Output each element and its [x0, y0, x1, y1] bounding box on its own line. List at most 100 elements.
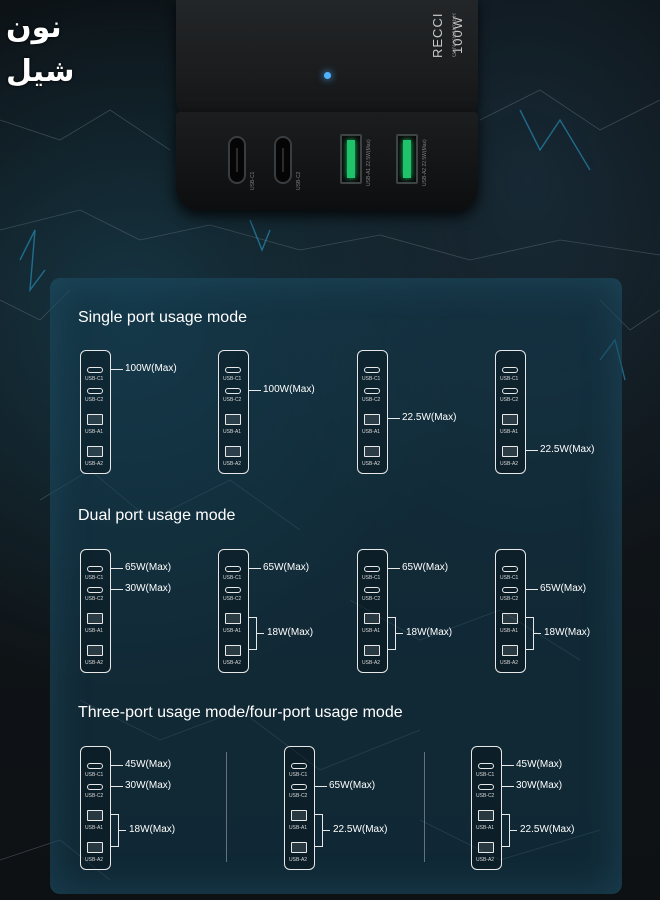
usb-a-slot-icon — [291, 810, 307, 821]
bracket-line — [388, 617, 396, 618]
bracket-line — [249, 649, 257, 650]
usb-a-slot-icon — [502, 414, 518, 425]
slot-label: USB-A1 — [85, 429, 104, 435]
slot-label: USB-C1 — [362, 575, 381, 581]
leader-line — [256, 633, 264, 634]
usb-c-slot-icon — [502, 367, 518, 373]
leader-line — [502, 786, 514, 787]
slot-label: USB-C2 — [85, 397, 104, 403]
wattage-label: 18W(Max) — [406, 627, 453, 638]
slot-label: USB-C1 — [223, 376, 242, 382]
usb-c-slot-icon — [87, 566, 103, 572]
usage-mode-panel — [50, 278, 622, 894]
usb-c-slot-icon — [87, 388, 103, 394]
slot-label: USB-A1 — [476, 825, 495, 831]
slot-label: USB-A1 — [223, 628, 242, 634]
leader-line — [388, 568, 400, 569]
usb-a-slot-icon — [291, 842, 307, 853]
slot-label: USB-A2 — [362, 660, 381, 666]
usb-c-slot-icon — [225, 587, 241, 593]
usb-c-slot-icon — [478, 763, 494, 769]
usb-c-slot-icon — [225, 566, 241, 572]
slot-label: USB-A1 — [85, 628, 104, 634]
slot-label: USB-A1 — [362, 429, 381, 435]
slot-label: USB-C2 — [85, 596, 104, 602]
bracket-line — [526, 649, 534, 650]
divider — [424, 752, 425, 862]
wattage-label: 22.5W(Max) — [402, 412, 457, 423]
usb-c-slot-icon — [225, 388, 241, 394]
leader-line — [111, 786, 123, 787]
wattage-label: 22.5W(Max) — [520, 824, 575, 835]
slot-label: USB-C2 — [85, 793, 104, 799]
bracket-line — [502, 846, 510, 847]
section-title-multi: Three-port usage mode/four-port usage mo… — [78, 704, 403, 721]
wattage-label: 30W(Max) — [125, 583, 172, 594]
wattage-label: 18W(Max) — [267, 627, 314, 638]
usb-a-slot-icon — [364, 645, 380, 656]
slot-label: USB-C2 — [223, 397, 242, 403]
slot-label: USB-C2 — [223, 596, 242, 602]
slot-label: USB-A2 — [85, 660, 104, 666]
divider — [226, 752, 227, 862]
charger-brand-label: RECCI 100W — [430, 12, 465, 58]
wattage-label: 65W(Max) — [402, 562, 449, 573]
usb-c-slot-icon — [87, 587, 103, 593]
leader-line — [526, 450, 538, 451]
usb-c-port-icon — [228, 136, 246, 184]
usb-a-slot-icon — [87, 613, 103, 624]
wattage-label: 30W(Max) — [125, 780, 172, 791]
wattage-label: 18W(Max) — [544, 627, 591, 638]
leader-line — [315, 786, 327, 787]
leader-line — [502, 765, 514, 766]
bracket-line — [502, 814, 510, 815]
usb-c-port-icon — [274, 136, 292, 184]
usb-a-slot-icon — [478, 842, 494, 853]
usb-c-slot-icon — [291, 763, 307, 769]
charger-image: RECCI 100W GaN CHARGER USB-C1 USB-C2 USB… — [176, 0, 478, 210]
slot-label: USB-C2 — [476, 793, 495, 799]
slot-label: USB-A1 — [362, 628, 381, 634]
slot-label: USB-A1 — [85, 825, 104, 831]
leader-line — [509, 830, 517, 831]
leader-line — [249, 390, 261, 391]
wattage-label: 22.5W(Max) — [333, 824, 388, 835]
usb-c-slot-icon — [364, 587, 380, 593]
bracket-line — [526, 617, 534, 618]
slot-label: USB-A1 — [500, 429, 519, 435]
port-label: USB-A2 22.5W(Max) — [422, 139, 428, 186]
bracket-line — [315, 814, 323, 815]
usb-c-slot-icon — [478, 784, 494, 790]
wattage-label: 30W(Max) — [516, 780, 563, 791]
usb-a-slot-icon — [478, 810, 494, 821]
leader-line — [249, 568, 261, 569]
usb-a-slot-icon — [225, 645, 241, 656]
charger-front-panel: USB-C1 USB-C2 USB-A1 22.5W(Max) USB-A2 2… — [176, 112, 478, 210]
slot-label: USB-C1 — [476, 772, 495, 778]
slot-label: USB-C2 — [289, 793, 308, 799]
slot-label: USB-A2 — [289, 857, 308, 863]
bracket-line — [111, 814, 119, 815]
slot-label: USB-C1 — [85, 575, 104, 581]
wattage-label: 65W(Max) — [125, 562, 172, 573]
leader-line — [322, 830, 330, 831]
usb-a-slot-icon — [225, 414, 241, 425]
